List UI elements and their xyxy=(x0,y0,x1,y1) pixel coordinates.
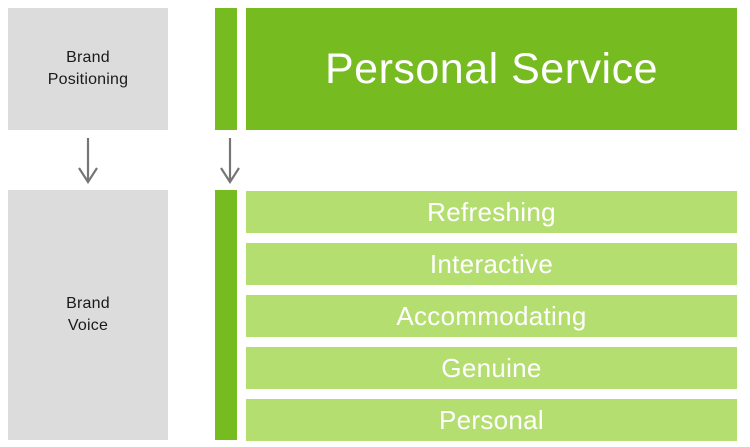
accent-bar-voice xyxy=(215,190,237,440)
header-title-text: Personal Service xyxy=(324,44,659,93)
accent-bar-positioning xyxy=(215,8,237,130)
down-arrow-icon-secondary xyxy=(217,138,243,184)
brand-voice-label-text: Brand Voice xyxy=(66,295,110,334)
brand-voice-label-box: Brand Voice xyxy=(8,190,168,440)
voice-attribute-bar: Accommodating xyxy=(246,295,737,337)
brand-positioning-header: Personal Service xyxy=(246,8,737,130)
voice-attribute-bar: Refreshing xyxy=(246,191,737,233)
brand-positioning-label-text: Brand Positioning xyxy=(47,49,129,88)
voice-attribute-label: Interactive xyxy=(429,249,554,279)
brand-voice-attribute-list: Refreshing Interactive Accommodating Gen… xyxy=(246,190,737,441)
voice-attribute-bar: Personal xyxy=(246,399,737,441)
brand-positioning-label-box: Brand Positioning xyxy=(8,8,168,130)
voice-attribute-label: Genuine xyxy=(441,353,542,383)
voice-attribute-bar: Genuine xyxy=(246,347,737,389)
voice-attribute-label: Accommodating xyxy=(396,301,587,331)
voice-attribute-bar: Interactive xyxy=(246,243,737,285)
voice-attribute-label: Personal xyxy=(438,405,545,435)
voice-attribute-label: Refreshing xyxy=(427,197,556,227)
down-arrow-icon xyxy=(75,138,101,184)
